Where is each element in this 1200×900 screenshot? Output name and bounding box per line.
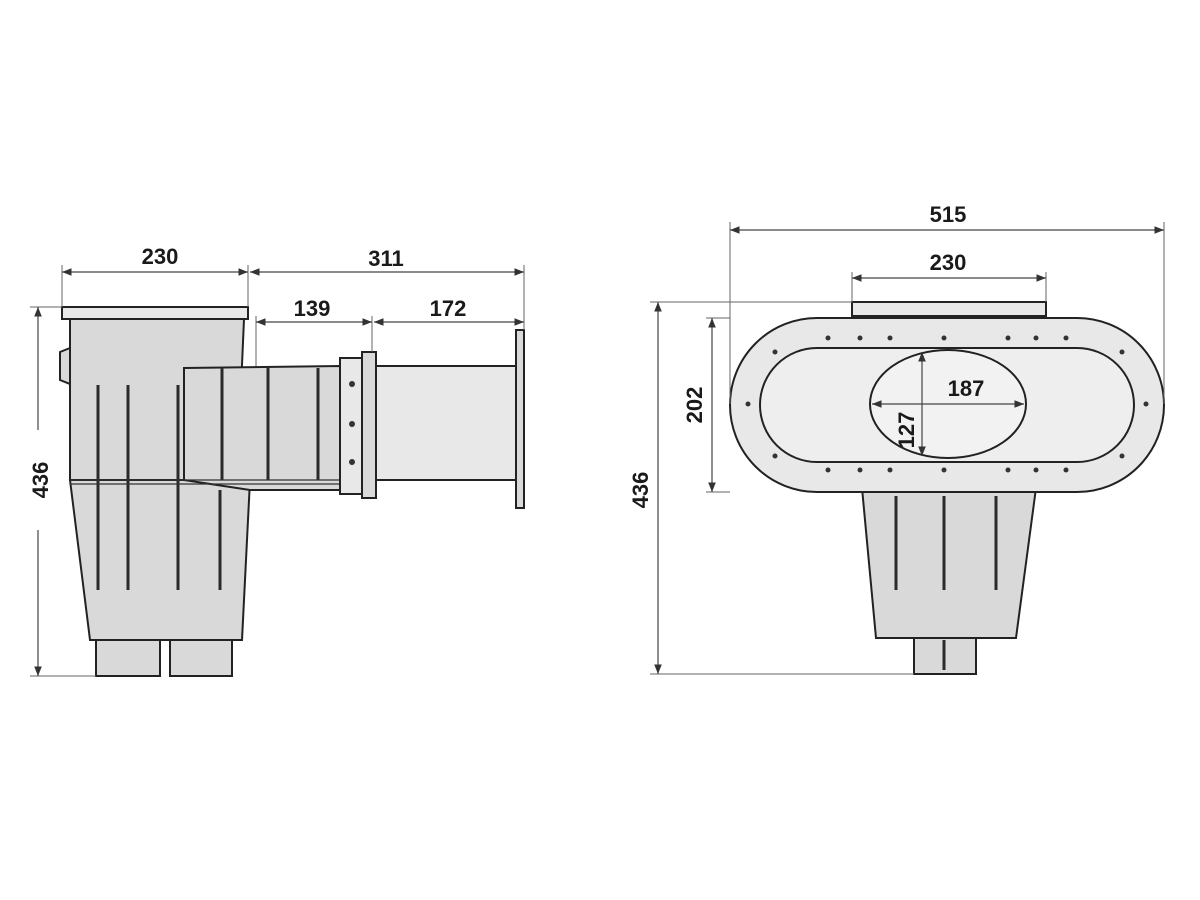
dim-side-top-width: 230 [142, 244, 179, 269]
dim-front-height: 436 [628, 472, 653, 509]
dim-side-flange: 172 [430, 296, 467, 321]
dim-front-opening-width: 187 [948, 376, 985, 401]
side-clamp [339, 357, 365, 495]
front-lower-body [860, 487, 1038, 639]
side-foot-right [169, 639, 233, 677]
dim-front-frame-height: 202 [682, 387, 707, 424]
front-lid [851, 301, 1047, 317]
side-end-flange [515, 329, 525, 509]
side-view: 230 311 139 172 436 [28, 244, 525, 677]
side-clamp-flange [361, 351, 377, 499]
front-view: 515 230 187 127 202 436 [628, 202, 1165, 675]
side-extension [375, 365, 519, 481]
clamp-bolt [349, 421, 355, 427]
side-handle [59, 346, 71, 386]
frame-bolts [745, 335, 1149, 473]
dim-side-extension: 311 [368, 246, 404, 271]
side-lid [61, 306, 249, 320]
clamp-bolt [349, 381, 355, 387]
side-foot-left [95, 639, 161, 677]
dim-front-top-width: 230 [930, 250, 967, 275]
dim-side-height: 436 [28, 462, 53, 499]
dim-side-pipe: 139 [294, 296, 331, 321]
dim-front-opening-height: 127 [894, 412, 919, 449]
dim-front-overall-width: 515 [930, 202, 967, 227]
clamp-bolt [349, 459, 355, 465]
